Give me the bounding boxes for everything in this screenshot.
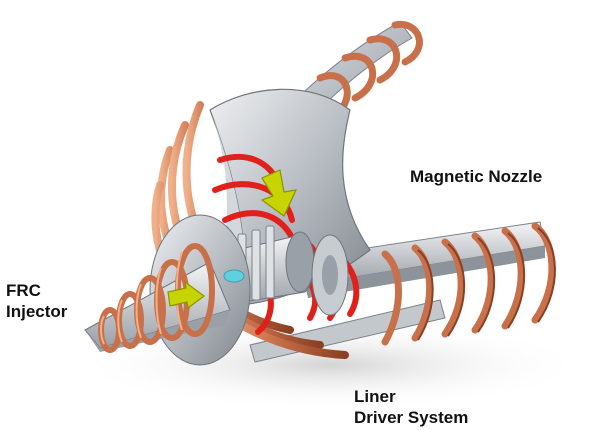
frc-injector-label-line2: Injector [6,302,68,321]
liner-driver-label-line2: Driver System [354,408,469,427]
arrow-down-icon [260,169,298,217]
frc-injector-label: FRC Injector [6,280,67,322]
liner-driver-label-line1: Liner [354,387,396,406]
frc-injector-label-line1: FRC [6,281,41,300]
liner-rail-coils [381,222,556,346]
arrow-right-icon [167,280,206,310]
plasma-frc [223,269,245,283]
nozzle-exit-flange [311,234,349,316]
magnetic-nozzle-label: Magnetic Nozzle [410,166,542,187]
magnetic-nozzle-label-text: Magnetic Nozzle [410,167,543,186]
liner-driver-label: Liner Driver System [354,386,468,428]
liner-rail-coils-shade [417,227,556,341]
